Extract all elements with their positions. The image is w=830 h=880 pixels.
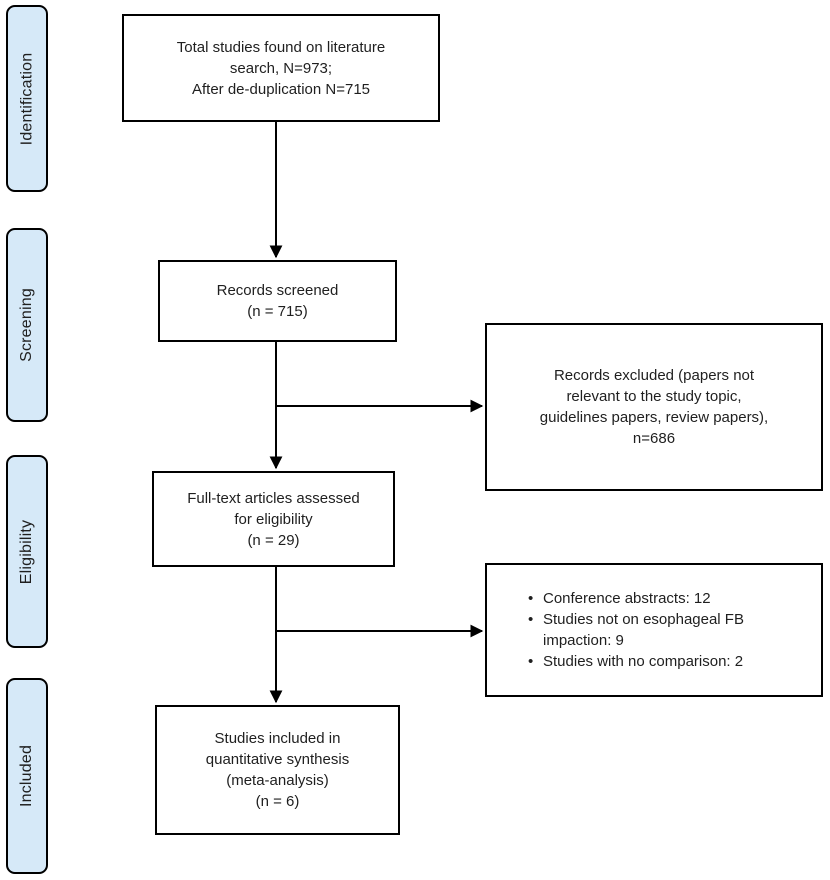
included-studies-box: Studies included in quantitative synthes… bbox=[155, 705, 400, 835]
stage-label-included: Included bbox=[18, 744, 35, 808]
records-screened-box: Records screened (n = 715) bbox=[158, 260, 397, 342]
records-screened-box-text: Records screened (n = 715) bbox=[216, 282, 339, 320]
fulltext-assessed-box-text: Full-text articles assessed for eligibil… bbox=[187, 489, 360, 549]
exclusion-reason-item: • Studies not on esophageal FB impaction… bbox=[528, 609, 809, 651]
exclusion-reason-item: • Conference abstracts: 12 bbox=[528, 588, 809, 609]
stage-label-eligibility: Eligibility bbox=[18, 519, 36, 584]
stage-tab-eligibility: Eligibility bbox=[6, 455, 48, 648]
exclusion-reason-item: • Studies with no comparison: 2 bbox=[528, 651, 809, 672]
identification-box-text: Total studies found on literature search… bbox=[176, 38, 386, 98]
identification-box: Total studies found on literature search… bbox=[122, 14, 440, 122]
bullet-icon: • bbox=[528, 653, 534, 670]
stage-tab-included: Included bbox=[6, 678, 48, 874]
exclusion-reason-text: Studies with no comparison: 2 bbox=[543, 653, 744, 670]
fulltext-exclusion-reasons-box: • Conference abstracts: 12 • Studies not… bbox=[485, 563, 823, 697]
included-studies-box-text: Studies included in quantitative synthes… bbox=[205, 730, 350, 810]
records-excluded-box: Records excluded (papers not relevant to… bbox=[485, 323, 823, 491]
stage-label-identification: Identification bbox=[18, 52, 36, 145]
stage-tab-identification: Identification bbox=[6, 5, 48, 192]
exclusion-reason-text: Studies not on esophageal FB impaction: … bbox=[543, 611, 744, 649]
bullet-icon: • bbox=[528, 590, 534, 607]
exclusion-reason-text: Conference abstracts: 12 bbox=[543, 590, 711, 607]
records-excluded-box-text: Records excluded (papers not relevant to… bbox=[539, 367, 769, 447]
fulltext-assessed-box: Full-text articles assessed for eligibil… bbox=[152, 471, 395, 567]
stage-label-screening: Screening bbox=[18, 288, 36, 362]
bullet-icon: • bbox=[528, 611, 534, 628]
stage-tab-screening: Screening bbox=[6, 228, 48, 422]
